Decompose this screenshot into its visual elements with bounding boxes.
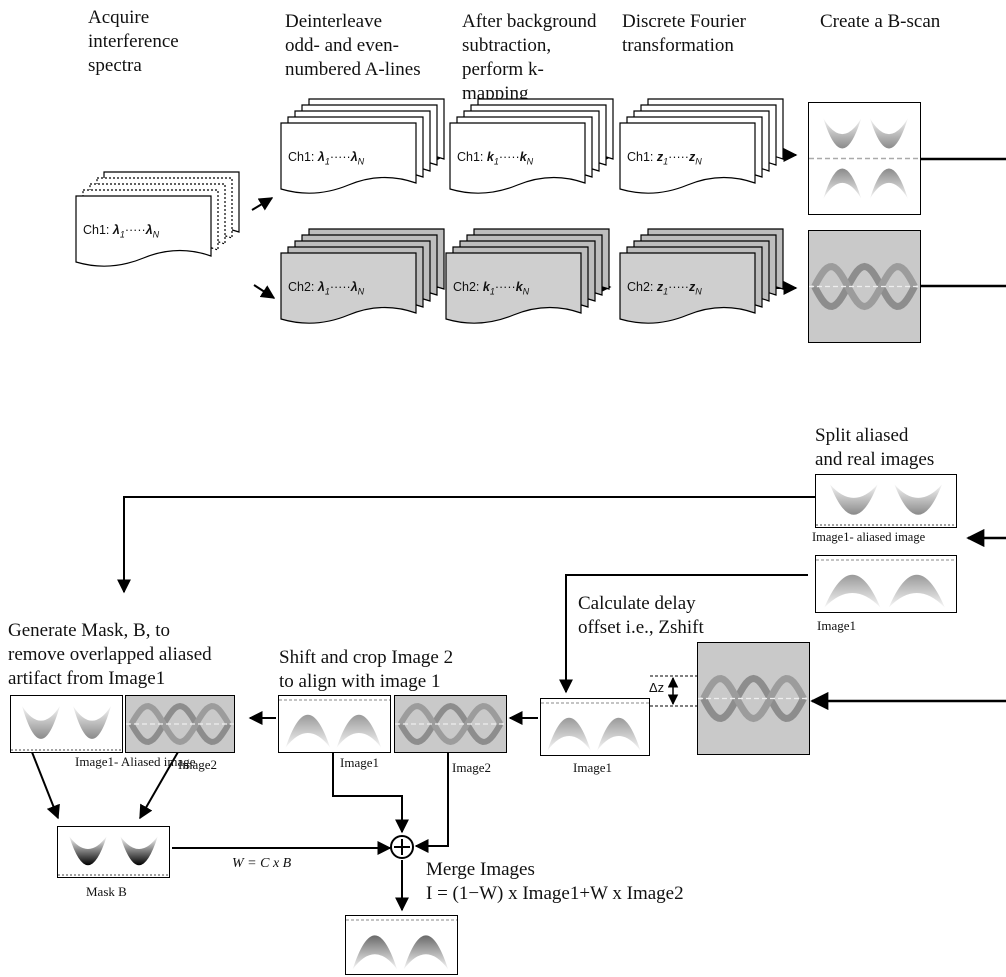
- delay-label: Calculate delay offset i.e., Zshift: [578, 592, 704, 640]
- image1-aliased-caption: Image1- aliased image: [812, 530, 925, 545]
- mask-b-panel: [57, 826, 170, 878]
- image1-delay-panel: [540, 698, 650, 756]
- image1-aliased-panel: [815, 474, 957, 528]
- mask-b-caption: Mask B: [86, 884, 127, 899]
- stack-label: Ch2: z1·····zN: [627, 280, 702, 297]
- step-deinterleave-label: Deinterleave odd- and even- numbered A-l…: [285, 10, 421, 82]
- merge-label: Merge Images: [426, 858, 535, 882]
- image1-real-caption: Image1: [817, 618, 856, 633]
- dz-label: Δz: [649, 680, 664, 695]
- step-kmap-label: After background subtraction, perform k-…: [462, 10, 597, 106]
- step-acquire-label: Acquire interference spectra: [88, 6, 179, 78]
- spectra-stack-ch1-lambda: Ch1: λ1·····λN: [280, 98, 447, 205]
- stack-label: Ch1: λ1·····λN: [288, 150, 364, 167]
- step-bscan-label: Create a B-scan: [820, 10, 940, 34]
- bscan-ch2: [808, 230, 921, 343]
- mask-image2-panel: [125, 695, 235, 753]
- shift-image2-panel: [394, 695, 507, 753]
- shift-image2-caption: Image2: [452, 760, 491, 775]
- w-formula: W = C x B: [232, 852, 291, 876]
- spectra-stack-ch2-z: Ch2: z1·····zN: [619, 228, 786, 335]
- merged-image-panel: [345, 915, 458, 975]
- shift-image1-caption: Image1: [340, 755, 379, 770]
- spectra-stack-source: Ch1: λ1·····λN: [75, 171, 242, 278]
- split-label: Split aliased and real images: [815, 424, 934, 472]
- shift-label: Shift and crop Image 2 to align with ima…: [279, 646, 453, 694]
- stack-label: Ch1: λ1·····λN: [83, 223, 159, 240]
- spectra-stack-ch1-z: Ch1: z1·····zN: [619, 98, 786, 205]
- stack-label: Ch1: k1·····kN: [457, 150, 533, 167]
- spectra-stack-ch1-k: Ch1: k1·····kN: [449, 98, 616, 205]
- image1-delay-caption: Image1: [573, 760, 612, 775]
- mask-image1-panel: [10, 695, 123, 753]
- shift-image1-panel: [278, 695, 391, 753]
- stack-label: Ch1: z1·····zN: [627, 150, 702, 167]
- step-dft-label: Discrete Fourier transformation: [622, 10, 746, 58]
- mask-image2-caption: Image2: [178, 757, 217, 772]
- bscan-ch1: [808, 102, 921, 215]
- image2-offset-panel: [697, 642, 810, 755]
- spectra-stack-ch2-lambda: Ch2: λ1·····λN: [280, 228, 447, 335]
- spectra-stack-ch2-k: Ch2: k1·····kN: [445, 228, 612, 335]
- image1-real-panel: [815, 555, 957, 613]
- merge-formula: I = (1−W) x Image1+W x Image2: [426, 882, 684, 906]
- stack-label: Ch2: k1·····kN: [453, 280, 529, 297]
- stack-label: Ch2: λ1·····λN: [288, 280, 364, 297]
- mask-label: Generate Mask, B, to remove overlapped a…: [8, 619, 212, 691]
